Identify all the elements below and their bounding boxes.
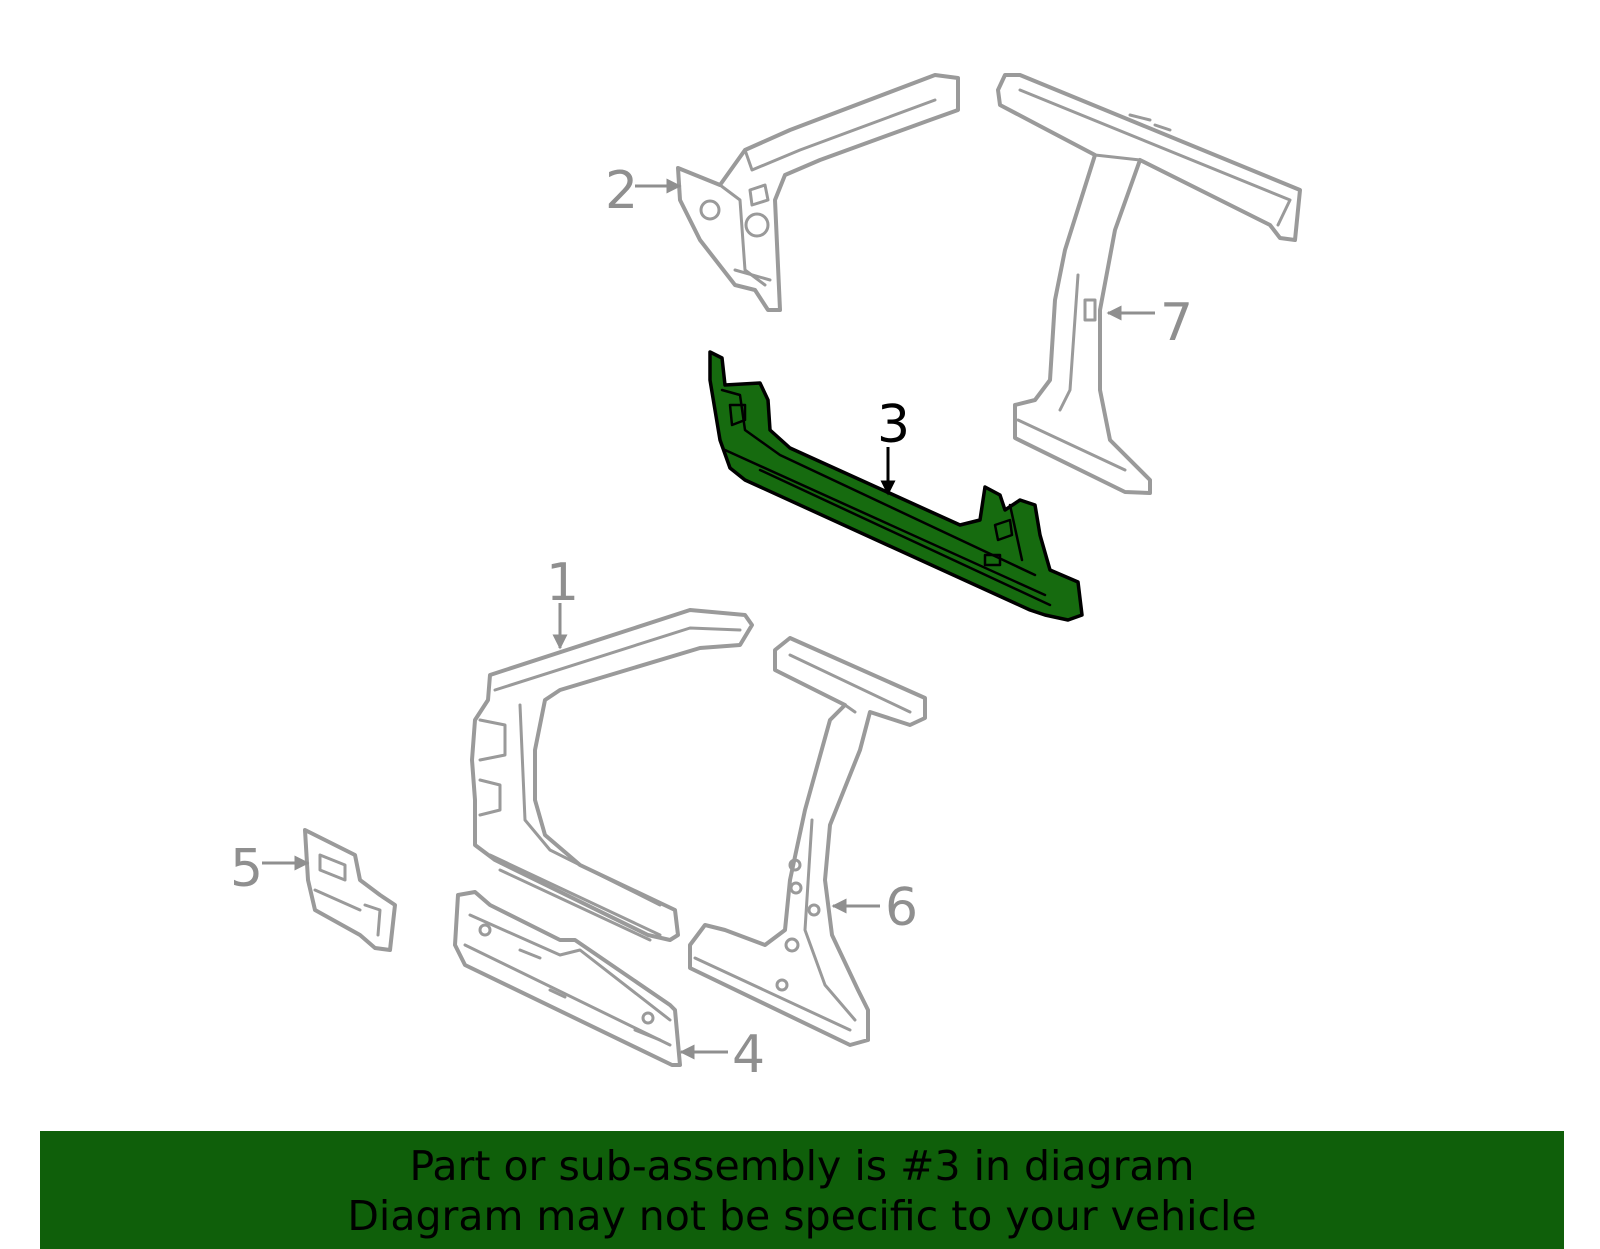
part-3-rocker-highlighted bbox=[708, 350, 1084, 622]
callout-2: 2 bbox=[605, 161, 638, 221]
part-6-center-pillar-lower bbox=[688, 636, 927, 1047]
part-4-rocker-reinforcement bbox=[453, 890, 682, 1067]
callout-3: 3 bbox=[877, 395, 910, 455]
banner-line-part: Part or sub-assembly is #3 in diagram bbox=[409, 1142, 1195, 1190]
callout-6: 6 bbox=[885, 878, 918, 938]
info-banner: Part or sub-assembly is #3 in diagram Di… bbox=[40, 1131, 1564, 1249]
banner-line-disclaimer: Diagram may not be specific to your vehi… bbox=[347, 1192, 1257, 1240]
part-5-bracket bbox=[303, 828, 397, 952]
callout-1: 1 bbox=[546, 553, 579, 613]
callout-5: 5 bbox=[230, 839, 263, 899]
part-7-center-pillar-upper bbox=[996, 73, 1302, 495]
leader-arrows bbox=[262, 178, 1155, 1060]
part-1-outer-panel bbox=[470, 608, 754, 942]
parts-diagram: 2 7 3 1 5 6 4 bbox=[230, 73, 1302, 1085]
callout-7: 7 bbox=[1160, 293, 1193, 353]
part-2-front-pillar-upper bbox=[676, 73, 960, 312]
callout-4: 4 bbox=[732, 1025, 765, 1085]
